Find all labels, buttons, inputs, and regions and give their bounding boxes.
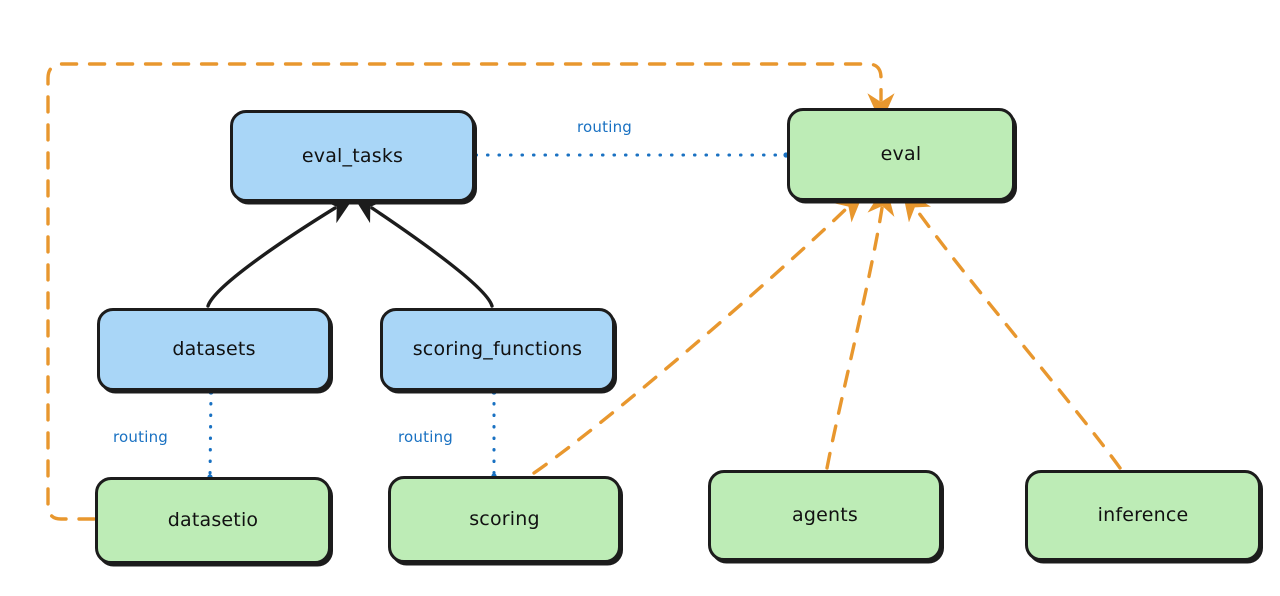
node-label-scoring-functions: scoring_functions [412,338,583,361]
node-label-datasets: datasets [172,338,256,361]
node-label-inference: inference [1097,504,1189,527]
edge-eval-tasks-to-eval [474,152,789,158]
node-label-scoring: scoring [469,508,540,531]
edge-label-routing-scoring-functions-scoring: routing [398,428,453,446]
node-agents[interactable]: agents [708,470,942,561]
edge-scoring-functions-to-eval-tasks [352,194,494,308]
node-label-eval: eval [880,143,922,166]
node-datasets[interactable]: datasets [97,308,331,391]
node-eval-tasks[interactable]: eval_tasks [230,110,475,202]
edge-inference-to-eval [902,189,1122,470]
node-label-agents: agents [792,504,858,527]
node-eval[interactable]: eval [787,108,1015,201]
node-inference[interactable]: inference [1025,470,1261,561]
node-scoring[interactable]: scoring [388,476,621,563]
node-datasetio[interactable]: datasetio [95,477,331,564]
node-label-datasetio: datasetio [167,509,259,532]
node-label-eval-tasks: eval_tasks [301,144,404,167]
edge-agents-to-eval [825,184,895,470]
edge-scoring-functions-to-scoring [491,389,497,479]
node-scoring-functions[interactable]: scoring_functions [380,308,615,391]
edge-label-routing-eval-tasks-eval: routing [577,118,632,136]
edge-label-routing-datasets-datasetio: routing [113,428,168,446]
edge-datasets-to-eval-tasks [206,195,356,308]
edge-datasets-to-datasetio [207,389,214,480]
